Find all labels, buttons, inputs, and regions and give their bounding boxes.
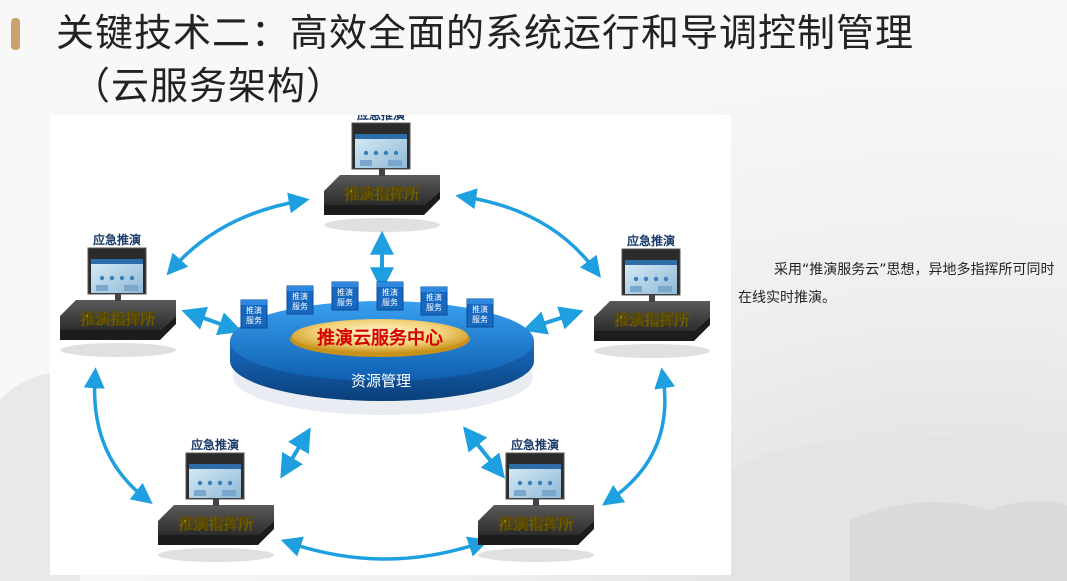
resource-management-label: 资源管理 bbox=[351, 372, 411, 390]
node-platform-label: 推演指挥所 bbox=[498, 515, 573, 533]
service-label-line2: 服务 bbox=[337, 297, 353, 307]
slide-title-line1: 关键技术二：高效全面的系统运行和导调控制管理 bbox=[56, 11, 915, 55]
diagram-panel: 推演服务推演服务推演服务推演服务推演服务推演服务 推演云服务中心 资源管理 应急… bbox=[50, 107, 731, 575]
service-label-line2: 服务 bbox=[426, 302, 442, 312]
arrow-bottom bbox=[280, 536, 490, 561]
service-box: 推演服务 bbox=[331, 281, 359, 311]
arrow-right-center bbox=[522, 306, 584, 335]
service-box: 推演服务 bbox=[466, 298, 494, 328]
title-accent-bar bbox=[11, 18, 20, 50]
service-boxes: 推演服务推演服务推演服务推演服务推演服务推演服务 bbox=[240, 281, 494, 329]
arrow-left-center bbox=[181, 306, 243, 336]
arrow-top-right bbox=[455, 188, 601, 278]
node-monitor-label: 应急推演 bbox=[627, 233, 675, 248]
node-monitor-label: 应急推演 bbox=[357, 115, 405, 122]
description-text: 采用“推演服务云”思想，异地多指挥所可同时在线实时推演。 bbox=[738, 262, 1055, 306]
service-label-line2: 服务 bbox=[246, 315, 262, 325]
node-monitor-label: 应急推演 bbox=[511, 437, 559, 452]
cloud-architecture-diagram: 推演服务推演服务推演服务推演服务推演服务推演服务 推演云服务中心 资源管理 应急… bbox=[60, 107, 710, 562]
arrow-bl-center bbox=[280, 427, 311, 479]
node-monitor-label: 应急推演 bbox=[93, 232, 141, 247]
center-label: 推演云服务中心 bbox=[317, 327, 443, 349]
arrow-right-bottomright bbox=[601, 367, 676, 506]
node-platform-label: 推演指挥所 bbox=[344, 185, 419, 203]
service-label-line1: 推演 bbox=[426, 292, 442, 302]
service-label-line2: 服务 bbox=[472, 314, 488, 324]
node-platform-label: 推演指挥所 bbox=[178, 515, 253, 533]
arrow-br-center bbox=[463, 426, 505, 479]
service-box: 推演服务 bbox=[286, 285, 314, 315]
service-label-line1: 推演 bbox=[246, 305, 262, 315]
service-label-line2: 服务 bbox=[292, 301, 308, 311]
node-platform-label: 推演指挥所 bbox=[80, 310, 155, 328]
cloud-service-center: 推演服务推演服务推演服务推演服务推演服务推演服务 推演云服务中心 资源管理 bbox=[230, 281, 534, 415]
service-label-line1: 推演 bbox=[472, 304, 488, 314]
service-box: 推演服务 bbox=[420, 286, 448, 316]
node-platform-label: 推演指挥所 bbox=[614, 311, 689, 329]
service-box: 推演服务 bbox=[376, 281, 404, 311]
service-label-line1: 推演 bbox=[382, 287, 398, 297]
center-arrows bbox=[181, 230, 584, 479]
service-box: 推演服务 bbox=[240, 299, 268, 329]
node-monitor-label: 应急推演 bbox=[191, 437, 239, 452]
service-label-line2: 服务 bbox=[382, 297, 398, 307]
arrow-top-left bbox=[166, 192, 310, 276]
arrow-left-bottomleft bbox=[83, 367, 153, 505]
service-label-line1: 推演 bbox=[337, 287, 353, 297]
command-post-nodes: 应急推演推演指挥所应急推演推演指挥所应急推演推演指挥所应急推演推演指挥所应急推演… bbox=[60, 107, 710, 562]
service-label-line1: 推演 bbox=[292, 291, 308, 301]
slide-title-line2: （云服务架构） bbox=[72, 64, 346, 108]
ring-arrows bbox=[83, 188, 676, 561]
